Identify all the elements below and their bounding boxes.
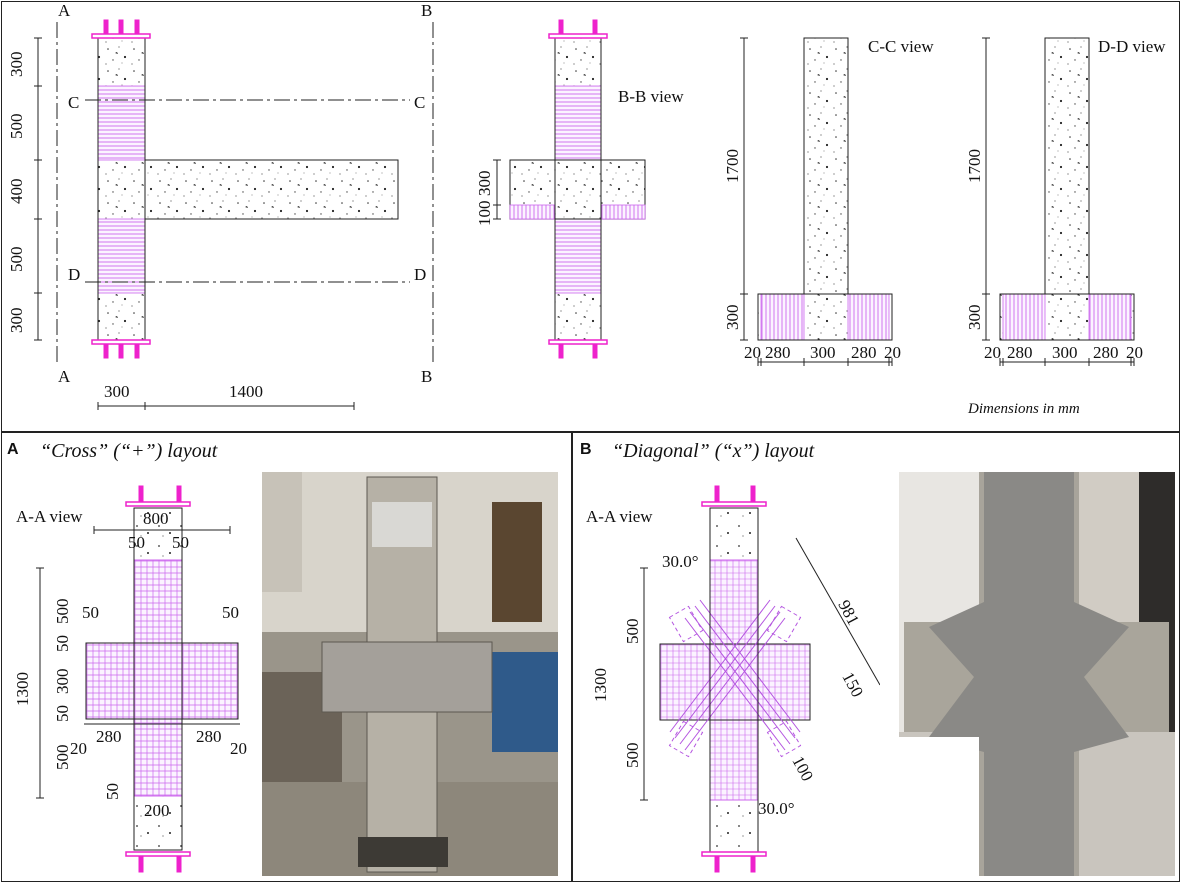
a-width-dim-800: 800 <box>143 509 169 528</box>
cc-base-dim-1: 280 <box>765 343 791 362</box>
dimensions-note: Dimensions in mm <box>968 401 1080 417</box>
b-left-dim-1300: 1300 <box>591 668 610 702</box>
section-label-d-right: D <box>414 265 427 284</box>
dd-base-dim-0: 20 <box>984 343 1001 362</box>
bb-dim-0: 300 <box>475 170 494 197</box>
section-label-c-left: C <box>68 93 80 112</box>
panel-b-view-label: A-A view <box>586 507 653 526</box>
section-label-c-right: C <box>414 93 426 112</box>
panel-b-frame <box>571 431 1180 882</box>
panel-a-tag: A <box>7 441 19 458</box>
section-label-b-bottom: B <box>421 367 433 386</box>
top-panel-frame <box>1 1 1180 433</box>
a-foot-dim-50: 50 <box>103 783 122 800</box>
section-label-b-top: B <box>421 1 433 20</box>
cc-base-dim-4: 20 <box>884 343 901 362</box>
dd-view-label: D-D view <box>1098 37 1166 56</box>
panel-b-title: “Diagonal” (“x”) layout <box>612 440 815 462</box>
a-bottom-dim-20-left: 20 <box>70 739 87 758</box>
dd-view-drawing <box>982 37 1135 366</box>
cc-height-dim-1: 300 <box>723 304 742 331</box>
b-left-dim-500-bottom: 500 <box>623 742 642 769</box>
cc-view-drawing <box>740 37 893 366</box>
dim-left-0: 300 <box>7 51 26 78</box>
a-side-dim-left: 50 <box>82 603 99 622</box>
dim-bottom-1: 1400 <box>229 382 263 401</box>
bb-dim-1: 100 <box>475 200 494 227</box>
cc-view-label: C-C view <box>868 37 934 56</box>
dim-left-3: 500 <box>7 246 26 273</box>
panel-a-cross-drawing <box>36 485 240 873</box>
panel-b-diagonal-drawing <box>640 485 880 873</box>
diagonal-layout-specimen-photo <box>899 472 1175 876</box>
panel-a-view-label: A-A view <box>16 507 83 526</box>
b-angle-top: 30.0° <box>662 552 699 571</box>
section-label-a-top: A <box>58 1 71 20</box>
dd-base-dim-3: 280 <box>1093 343 1119 362</box>
a-side-dim-right: 50 <box>222 603 239 622</box>
a-foot-dim-200: 200 <box>144 801 170 820</box>
panel-a-title: “Cross” (“+”) layout <box>40 440 218 462</box>
a-left-dim-1300: 1300 <box>13 672 32 706</box>
dd-height-dim-0: 1700 <box>965 149 984 183</box>
cross-layout-specimen-photo <box>262 472 558 876</box>
a-left-dim-500-top: 500 <box>53 598 72 625</box>
b-angle-bottom: 30.0° <box>758 799 795 818</box>
a-width-dim-50-left: 50 <box>128 533 145 552</box>
section-label-d-left: D <box>68 265 81 284</box>
section-label-a-bottom: A <box>58 367 71 386</box>
dd-base-dim-2: 300 <box>1052 343 1078 362</box>
a-bottom-dim-280-left: 280 <box>96 727 122 746</box>
top-drawings <box>34 19 1135 410</box>
cc-height-dim-0: 1700 <box>723 149 742 183</box>
dd-base-dim-1: 280 <box>1007 343 1033 362</box>
a-left-dim-500-bottom: 500 <box>53 744 72 771</box>
dim-left-2: 400 <box>7 178 26 205</box>
a-width-dim-50-right: 50 <box>172 533 189 552</box>
b-left-dim-500-top: 500 <box>623 618 642 645</box>
dim-left-4: 300 <box>7 307 26 334</box>
dd-height-dim-1: 300 <box>965 304 984 331</box>
bb-view-label: B-B view <box>618 87 684 106</box>
a-left-dim-50-a: 50 <box>53 635 72 652</box>
a-bottom-dim-20-right: 20 <box>230 739 247 758</box>
elevation-anchors <box>91 19 151 359</box>
dim-bottom-0: 300 <box>104 382 130 401</box>
panel-b-tag: B <box>580 441 592 458</box>
section-lines <box>56 22 434 365</box>
a-left-dim-50-b: 50 <box>53 705 72 722</box>
cc-base-dim-0: 20 <box>744 343 761 362</box>
elevation-column <box>97 37 399 341</box>
dim-left-1: 500 <box>7 113 26 140</box>
a-left-dim-300: 300 <box>53 668 72 695</box>
cc-base-dim-2: 300 <box>810 343 836 362</box>
bb-view-drawing <box>493 19 646 359</box>
a-bottom-dim-280-right: 280 <box>196 727 222 746</box>
cc-base-dim-3: 280 <box>851 343 877 362</box>
dd-base-dim-4: 20 <box>1126 343 1143 362</box>
panel-a-frame <box>1 431 573 882</box>
left-dimension-line <box>34 37 355 410</box>
